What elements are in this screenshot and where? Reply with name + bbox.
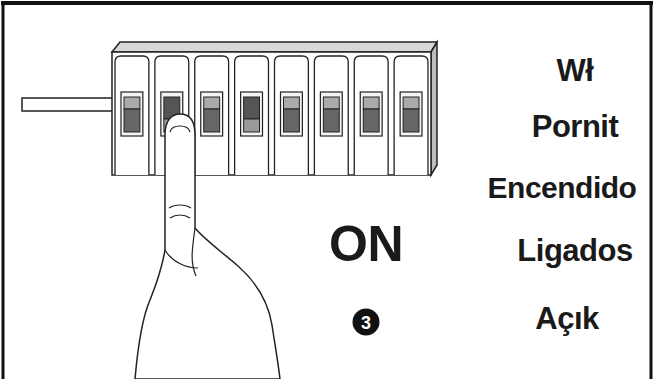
switch-lever-face <box>323 97 339 109</box>
switch-cell <box>195 56 229 175</box>
language-label: Pornit <box>532 111 619 142</box>
frame <box>1 3 653 379</box>
rod <box>22 98 114 111</box>
switch-slot <box>241 92 263 136</box>
switch-lever-face <box>124 97 140 109</box>
on-label: ON <box>329 219 403 269</box>
switch-slot <box>400 92 422 136</box>
hand <box>135 114 280 379</box>
switch-levers <box>115 56 428 175</box>
switch-cell <box>354 56 388 175</box>
switch-lever <box>124 109 140 132</box>
switch-lever <box>323 109 339 132</box>
language-label: Açık <box>535 303 598 334</box>
switch-slot <box>121 92 143 136</box>
switch-slot <box>360 92 382 136</box>
switch-slot <box>201 92 223 136</box>
switch-lever-face <box>284 97 300 109</box>
language-label: Encendido <box>488 173 637 203</box>
switch-lever <box>204 109 220 132</box>
language-label: Ligados <box>517 235 632 266</box>
switch-cell <box>115 56 149 175</box>
switch-lever-face <box>363 97 379 109</box>
switch-cell <box>275 56 309 175</box>
switch-lever <box>363 109 379 132</box>
switch-lever-face <box>244 119 260 132</box>
switch-lever <box>403 109 419 132</box>
switch-lever-face <box>204 97 220 109</box>
switch-lever <box>244 97 260 119</box>
switch-body <box>112 42 437 175</box>
switch-cell <box>314 56 348 175</box>
callout-number: 3 <box>353 309 380 336</box>
switch-lever-face <box>403 97 419 109</box>
switch-cell <box>235 56 269 175</box>
switch-cell <box>394 56 428 175</box>
switch-lever <box>284 109 300 132</box>
switch-slot <box>320 92 342 136</box>
switch-slot <box>281 92 303 136</box>
language-label: Wł <box>557 55 594 86</box>
